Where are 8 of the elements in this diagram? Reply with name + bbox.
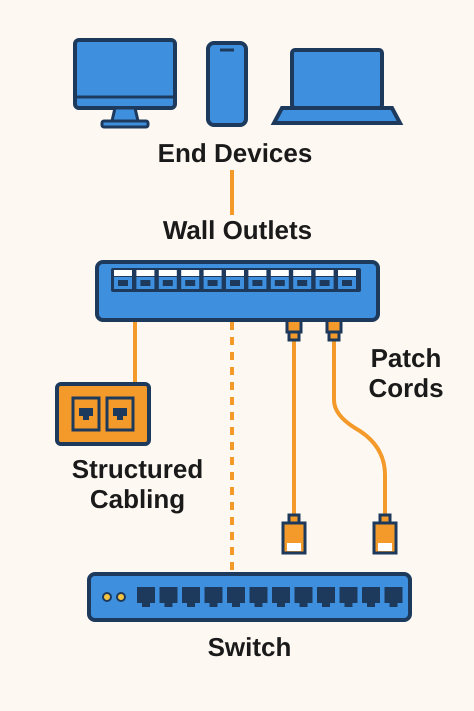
callout-text: Patch Cords	[367, 343, 445, 403]
node-label: Switch	[206, 632, 292, 662]
dashed-cable-line	[230, 322, 234, 572]
node-label: Wall Outlets	[162, 215, 314, 245]
cable-line	[230, 170, 234, 215]
node-label: End Devices	[156, 138, 314, 168]
cable-line	[133, 322, 137, 382]
node-label: Structured Cabling	[70, 454, 204, 514]
